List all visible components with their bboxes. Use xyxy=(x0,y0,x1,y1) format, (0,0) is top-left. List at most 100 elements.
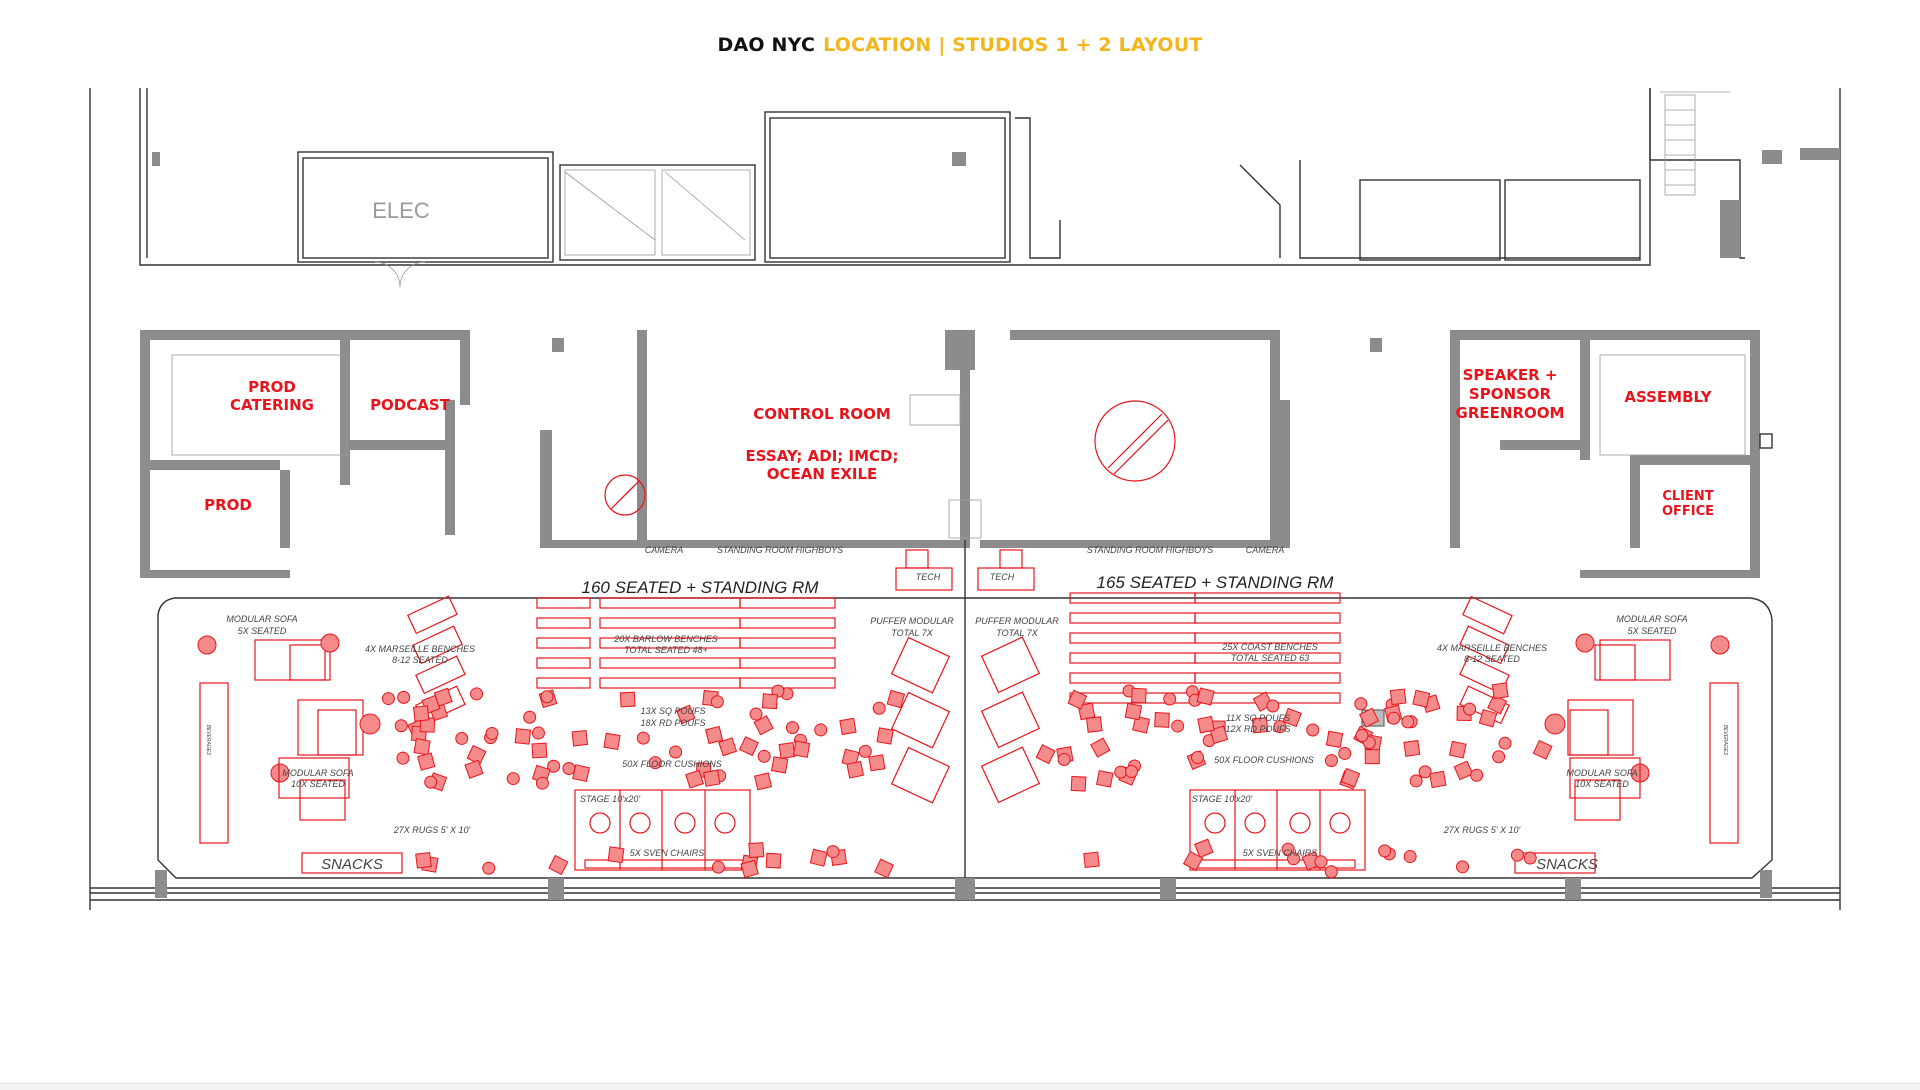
room-label-client-1: CLIENT xyxy=(1662,489,1713,504)
round-pouf xyxy=(424,775,438,789)
floor-cushion xyxy=(704,725,724,745)
s1-tech-label: TECH xyxy=(916,572,941,582)
room-label-prod-catering-2: CATERING xyxy=(230,396,314,414)
round-pouf xyxy=(1401,715,1415,729)
s2-sofa-top-2: 5X SEATED xyxy=(1628,626,1677,636)
round-pouf xyxy=(1163,692,1177,706)
floor-cushion xyxy=(1070,775,1087,792)
floor-cushion xyxy=(753,715,774,736)
s2-benches-1: 25X COAST BENCHES xyxy=(1221,642,1318,652)
studio1-poufs-and-cushions xyxy=(381,684,906,879)
s2-puffer-1: PUFFER MODULAR xyxy=(975,616,1059,626)
round-pouf xyxy=(814,723,828,737)
round-pouf xyxy=(1498,736,1512,750)
floor-cushion xyxy=(839,717,857,736)
floor-cushion xyxy=(1412,689,1431,708)
s2-rugs: 27X RUGS 5' X 10' xyxy=(1443,825,1521,835)
s1-marseille-1: 4X MARSEILLE BENCHES xyxy=(365,644,475,654)
round-pouf xyxy=(1314,855,1328,869)
s2-sofa-bottom-2: 10X SEATED xyxy=(1575,779,1629,789)
room-label-assembly: ASSEMBLY xyxy=(1624,388,1712,406)
floor-cushion xyxy=(703,769,721,787)
floor-cushion xyxy=(1340,767,1361,788)
round-pouf xyxy=(1057,752,1071,766)
upper-rooms xyxy=(139,88,1840,288)
s2-stage: STAGE 10'x20' xyxy=(1192,794,1253,804)
round-pouf xyxy=(669,745,683,759)
s1-poufs-2: 18X RD POUFS xyxy=(640,718,705,728)
round-pouf xyxy=(1125,765,1139,779)
floor-cushion xyxy=(748,842,765,859)
floor-cushion xyxy=(514,728,532,745)
floor-cushion xyxy=(868,754,886,772)
floor-cushion xyxy=(675,704,696,725)
round-pouf xyxy=(757,749,771,763)
round-pouf xyxy=(1403,850,1417,864)
round-pouf xyxy=(1492,750,1506,764)
round-pouf xyxy=(1338,746,1352,760)
round-pouf xyxy=(1266,699,1280,713)
round-pouf xyxy=(381,692,395,706)
floor-cushion xyxy=(685,769,705,789)
round-pouf xyxy=(1287,852,1301,866)
round-pouf xyxy=(1387,711,1401,725)
round-pouf xyxy=(1324,754,1338,768)
round-pouf xyxy=(1354,697,1368,711)
title-brand: DAO NYC xyxy=(717,34,816,56)
floor-cushion xyxy=(466,744,487,765)
floor-cushion xyxy=(1282,707,1302,728)
s2-sofa-top-1: MODULAR SOFA xyxy=(1616,614,1687,624)
round-pouf xyxy=(872,701,886,715)
round-pouf xyxy=(749,707,763,721)
room-label-prod: PROD xyxy=(204,496,252,514)
round-pouf xyxy=(1324,865,1338,879)
round-pouf xyxy=(1510,848,1524,862)
floor-cushion xyxy=(1196,687,1215,706)
round-pouf xyxy=(1523,851,1537,865)
s1-puffer-1: PUFFER MODULAR xyxy=(870,616,954,626)
floor-cushion xyxy=(1532,739,1553,760)
floor-cushion xyxy=(531,742,548,759)
s1-chairs: 5X SVEN CHAIRS xyxy=(630,848,705,858)
floor-cushion xyxy=(1090,737,1111,758)
floor-cushion xyxy=(464,759,484,779)
s1-marseille-2: 8-12 SEATED xyxy=(392,655,448,665)
round-pouf xyxy=(455,731,469,745)
s1-beverages: BEVERAGES xyxy=(205,725,211,757)
floor-cushion xyxy=(1389,688,1407,706)
floor-cushion xyxy=(1364,749,1380,765)
round-pouf xyxy=(1470,768,1484,782)
floor-cushion xyxy=(1130,687,1147,704)
floor-cushion xyxy=(413,738,431,756)
s2-puffer-2: TOTAL 7X xyxy=(996,628,1039,638)
round-pouf xyxy=(711,860,725,874)
floor-cushion xyxy=(415,851,432,869)
floor-cushion xyxy=(1194,838,1214,859)
floor-cushion xyxy=(1154,712,1170,728)
floor-cushion xyxy=(876,727,894,745)
s2-chairs: 5X SVEN CHAIRS xyxy=(1243,848,1318,858)
s2-marseille-2: 8-12 SEATED xyxy=(1464,654,1520,664)
round-pouf xyxy=(1463,702,1477,716)
s2-cushions: 50X FLOOR CUSHIONS xyxy=(1214,755,1314,765)
round-pouf xyxy=(1191,750,1205,764)
s1-rugs: 27X RUGS 5' X 10' xyxy=(393,825,471,835)
floor-cushion xyxy=(754,772,773,791)
floor-cushion xyxy=(1067,689,1088,710)
round-pouf xyxy=(506,772,520,786)
round-pouf xyxy=(1355,729,1369,743)
room-label-prod-catering-1: PROD xyxy=(248,378,296,396)
floor-cushion xyxy=(619,691,636,708)
round-pouf xyxy=(547,759,561,773)
round-pouf xyxy=(1418,765,1432,779)
floor-cushion xyxy=(607,846,625,864)
floor-cushion xyxy=(718,737,738,757)
s1-capacity: 160 SEATED + STANDING RM xyxy=(582,578,820,597)
round-pouf xyxy=(1114,765,1128,779)
round-pouf xyxy=(394,719,408,733)
round-pouf xyxy=(771,684,785,698)
s1-puffer-2: TOTAL 7X xyxy=(891,628,934,638)
floor-cushion xyxy=(571,729,589,747)
floor-cushion xyxy=(1083,851,1100,869)
